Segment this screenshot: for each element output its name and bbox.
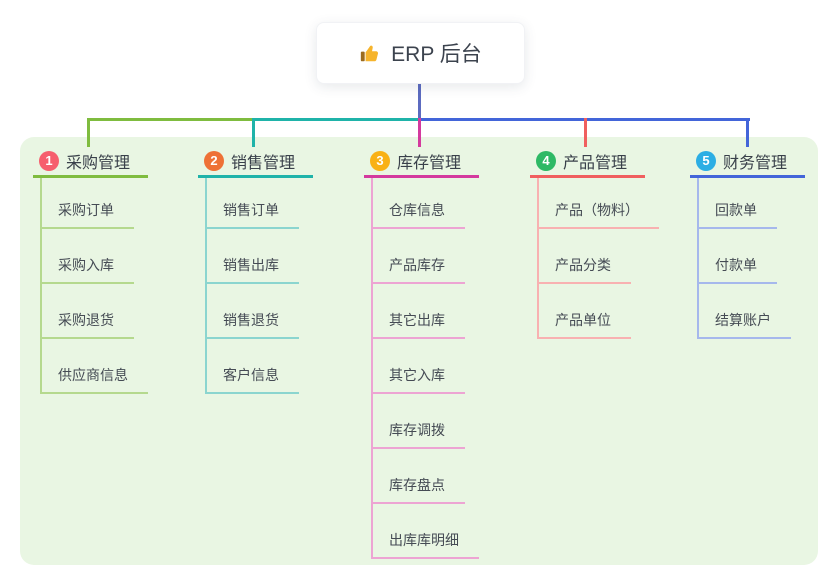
- connector-bus-segment: [253, 118, 419, 121]
- branch-label: 财务管理: [723, 154, 788, 172]
- child-node-sales-4[interactable]: 客户信息: [205, 362, 299, 394]
- child-node-inventory-2[interactable]: 产品库存: [371, 252, 465, 284]
- child-node-product-2[interactable]: 产品分类: [537, 252, 631, 284]
- child-node-sales-2[interactable]: 销售出库: [205, 252, 299, 284]
- connector-elbow-product: [584, 118, 587, 147]
- child-node-product-3[interactable]: 产品单位: [537, 307, 631, 339]
- branch-label: 产品管理: [563, 154, 628, 172]
- branch-node-purchase[interactable]: 1 采购管理: [33, 146, 148, 178]
- connector-elbow-inventory: [418, 118, 421, 147]
- child-node-inventory-1[interactable]: 仓库信息: [371, 197, 465, 229]
- branch-trunk-line-sales: [205, 175, 207, 394]
- child-node-purchase-1[interactable]: 采购订单: [40, 197, 134, 229]
- child-node-inventory-3[interactable]: 其它出库: [371, 307, 465, 339]
- branch-label: 库存管理: [397, 154, 462, 172]
- branch-badge-sales: 2: [204, 150, 224, 171]
- branch-label: 销售管理: [231, 154, 296, 172]
- thumbs-up-icon: [359, 42, 381, 64]
- root-connector-line: [418, 82, 421, 121]
- child-node-inventory-7[interactable]: 出库库明细: [371, 527, 479, 559]
- branch-label: 采购管理: [66, 154, 131, 172]
- child-node-inventory-4[interactable]: 其它入库: [371, 362, 465, 394]
- child-node-sales-3[interactable]: 销售退货: [205, 307, 299, 339]
- child-node-product-1[interactable]: 产品（物料）: [537, 197, 659, 229]
- branch-node-inventory[interactable]: 3 库存管理: [364, 146, 479, 178]
- branch-trunk-line-purchase: [40, 175, 42, 394]
- child-node-purchase-2[interactable]: 采购入库: [40, 252, 134, 284]
- root-node[interactable]: ERP 后台: [316, 22, 525, 84]
- child-node-inventory-6[interactable]: 库存盘点: [371, 472, 465, 504]
- branch-badge-purchase: 1: [39, 150, 59, 171]
- connector-elbow-sales: [252, 118, 255, 147]
- child-node-purchase-3[interactable]: 采购退货: [40, 307, 134, 339]
- root-title: ERP 后台: [391, 43, 482, 66]
- child-node-sales-1[interactable]: 销售订单: [205, 197, 299, 229]
- branch-badge-product: 4: [536, 150, 556, 171]
- branch-node-sales[interactable]: 2 销售管理: [198, 146, 313, 178]
- branch-node-finance[interactable]: 5 财务管理: [690, 146, 805, 178]
- branch-trunk-line-product: [537, 175, 539, 339]
- branch-badge-inventory: 3: [370, 150, 390, 171]
- connector-bus-segment: [88, 118, 253, 121]
- connector-elbow-finance: [746, 118, 749, 147]
- branch-node-product[interactable]: 4 产品管理: [530, 146, 645, 178]
- child-node-inventory-5[interactable]: 库存调拨: [371, 417, 465, 449]
- child-node-finance-2[interactable]: 付款单: [697, 252, 777, 284]
- child-node-finance-1[interactable]: 回款单: [697, 197, 777, 229]
- child-node-finance-3[interactable]: 结算账户: [697, 307, 791, 339]
- child-node-purchase-4[interactable]: 供应商信息: [40, 362, 148, 394]
- mindmap-panel: [20, 137, 818, 565]
- branch-trunk-line-inventory: [371, 175, 373, 559]
- branch-trunk-line-finance: [697, 175, 699, 339]
- branch-badge-finance: 5: [696, 150, 716, 171]
- connector-elbow-purchase: [87, 118, 90, 147]
